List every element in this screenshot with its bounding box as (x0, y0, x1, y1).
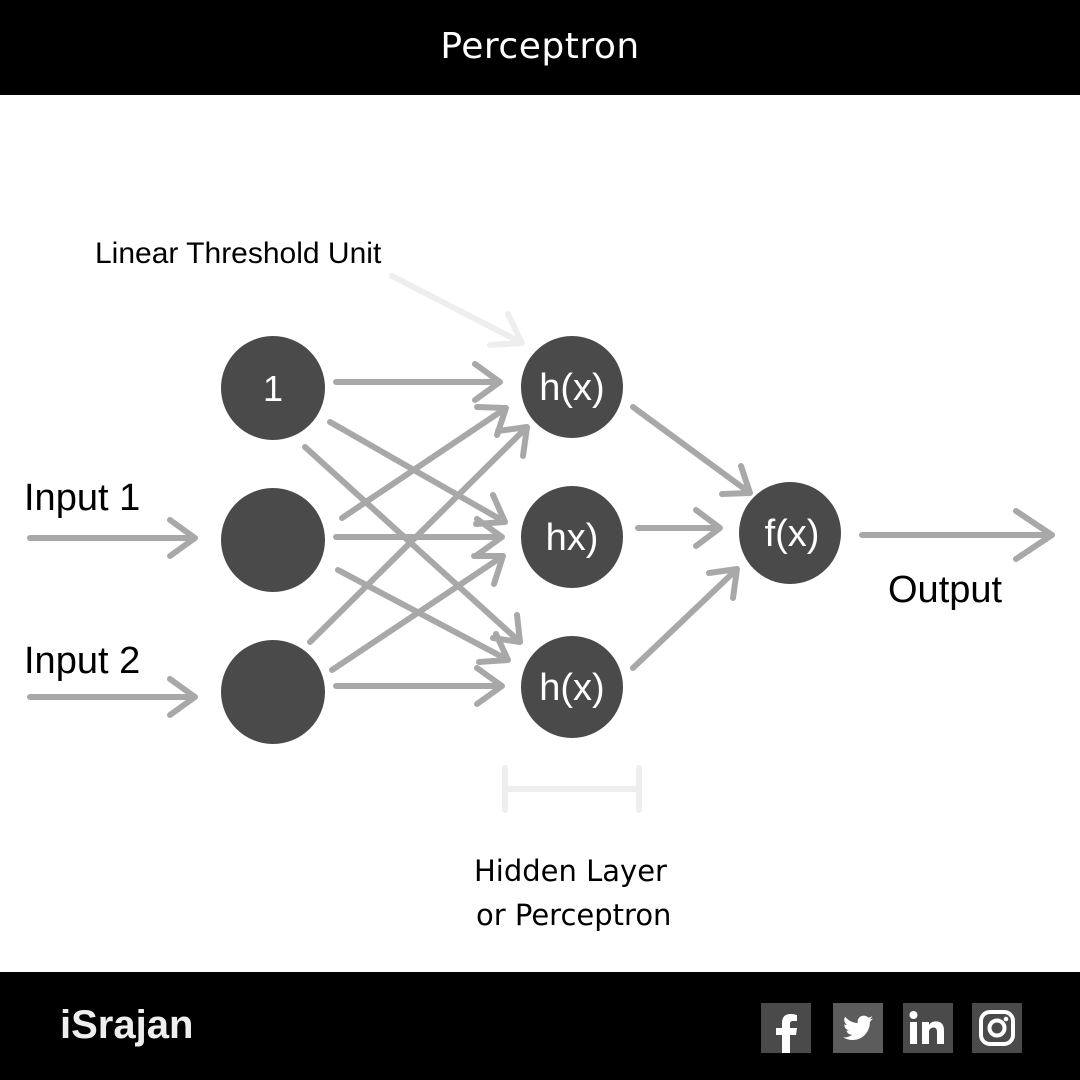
hidden-node-1 (521, 336, 623, 438)
twitter-icon[interactable] (833, 1003, 883, 1053)
output-label: Output (888, 569, 1003, 611)
edge-h3-out (630, 566, 740, 671)
bias-node-label: 1 (263, 368, 283, 409)
hidden-node-1-label: h(x) (539, 367, 604, 409)
hidden-layer-bracket (502, 765, 642, 813)
input-1-label: Input 1 (24, 477, 140, 519)
bias-node (221, 336, 325, 440)
input-node-2 (221, 640, 325, 744)
edge-in1-h1 (339, 404, 509, 521)
edge-in2-h1 (307, 424, 530, 645)
output-arrow (859, 508, 1055, 562)
output-node-label: f(x) (765, 513, 820, 555)
instagram-icon[interactable] (972, 1003, 1022, 1053)
footer-bar: iSrajan (0, 972, 1080, 1080)
edge-in2-h2 (329, 553, 506, 673)
output-node (739, 482, 841, 584)
facebook-icon[interactable] (761, 1003, 811, 1053)
input-2-arrow (27, 676, 198, 718)
hidden-node-2 (521, 486, 623, 588)
brand-logo: iSrajan (60, 1003, 194, 1047)
input-2-label: Input 2 (24, 640, 140, 682)
hidden-node-3 (521, 636, 623, 738)
edge-bias-h1 (333, 361, 503, 403)
annotation-arrow (389, 273, 525, 348)
page-title: Perceptron (440, 26, 640, 67)
annotation-label: Linear Threshold Unit (95, 237, 382, 270)
hidden-node-2-label: hx) (546, 517, 599, 559)
input-1-arrow (27, 517, 198, 559)
input-node-1 (221, 488, 325, 592)
perceptron-diagram: 1 h(x) hx) h(x) f(x) Linear Threshold Un… (24, 237, 1055, 932)
edge-in2-h3 (333, 665, 505, 707)
hidden-node-3-label: h(x) (539, 667, 604, 709)
hidden-caption-line2: or Perceptron (476, 898, 671, 932)
edge-h2-out (635, 507, 723, 549)
edge-h1-out (630, 404, 753, 497)
hidden-caption-line1: Hidden Layer (474, 854, 667, 888)
linkedin-icon[interactable] (903, 1003, 953, 1053)
title-bar: Perceptron (0, 0, 1080, 95)
